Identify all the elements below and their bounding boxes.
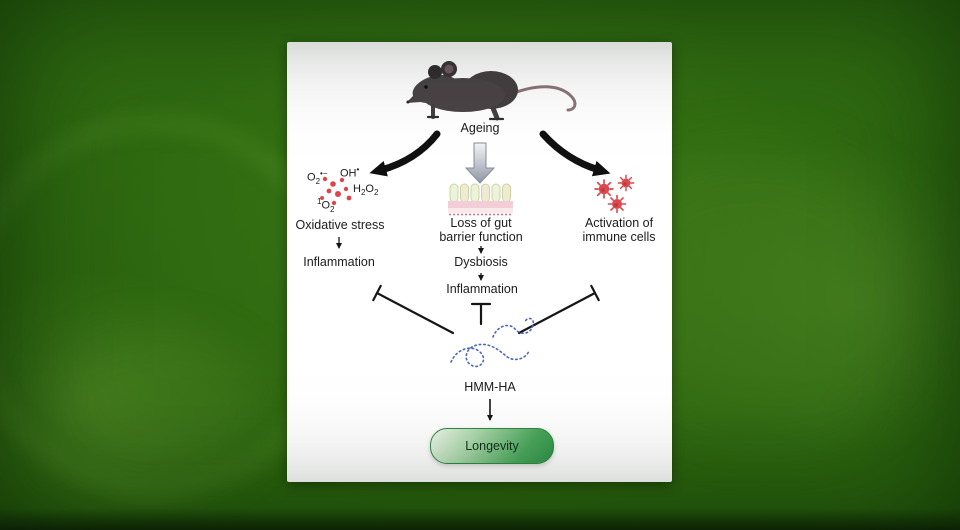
immune-cell-icon xyxy=(617,174,635,192)
gut-barrier-label: Loss of gut barrier function xyxy=(439,216,523,244)
mouse-icon xyxy=(406,61,577,121)
inhibition-tbar-right xyxy=(517,284,600,335)
longevity-badge: Longevity xyxy=(430,428,554,464)
bottom-dark-band xyxy=(0,508,960,530)
inflammation-middle-label: Inflammation xyxy=(446,282,518,296)
background-glow xyxy=(40,330,270,490)
hmm-ha-molecule-icon xyxy=(450,317,535,368)
flow-arrows xyxy=(336,237,493,421)
ageing-arrow-right xyxy=(539,130,611,177)
inhibition-tbar-left xyxy=(372,284,455,335)
inhibition-tbars xyxy=(372,284,600,335)
ageing-arrow-down xyxy=(464,142,496,184)
superoxide-label: O2•− xyxy=(307,169,328,186)
singlet-oxygen-label: 1O2 xyxy=(317,197,335,214)
immune-cell-icon xyxy=(594,179,614,199)
immune-cells-label: Activation of immune cells xyxy=(582,216,656,244)
dysbiosis-label: Dysbiosis xyxy=(454,255,508,269)
hmm-ha-label: HMM-HA xyxy=(464,380,516,394)
ageing-arrow-left xyxy=(369,130,441,177)
figure-artwork xyxy=(320,61,635,421)
immune-cell-icon xyxy=(607,194,627,214)
immune-cell-icons xyxy=(594,174,635,214)
inflammation-left-label: Inflammation xyxy=(303,255,375,269)
peroxide-label: H2O2 xyxy=(353,183,379,198)
figure-panel: Ageing O2•− OH• H2O2 1O2 Oxidative stres… xyxy=(287,42,672,482)
inhibition-tbar-middle xyxy=(470,302,492,326)
gut-barrier-icon xyxy=(448,183,513,216)
longevity-label: Longevity xyxy=(465,439,519,453)
ageing-label: Ageing xyxy=(460,121,500,135)
ros-dots-icon xyxy=(320,176,352,206)
oxidative-stress-label: Oxidative stress xyxy=(295,218,385,232)
hydroxyl-label: OH• xyxy=(340,165,360,180)
